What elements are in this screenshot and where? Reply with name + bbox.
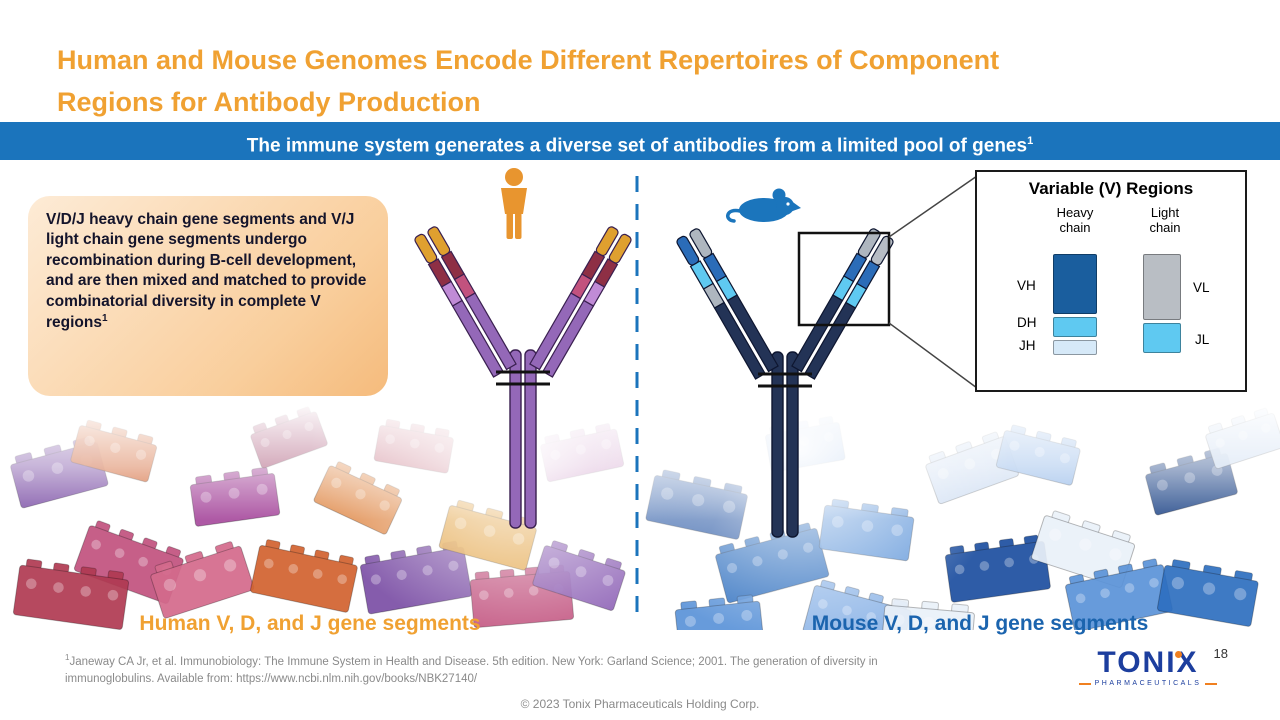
subtitle-banner: The immune system generates a diverse se… <box>0 122 1280 160</box>
vh-segment <box>1053 254 1097 314</box>
variable-regions-title: Variable (V) Regions <box>1028 179 1194 198</box>
lego-brick <box>12 558 130 630</box>
title-line1: Human and Mouse Genomes Encode Different… <box>57 45 1000 76</box>
heavy-chain-label: Heavy chain <box>1056 205 1094 235</box>
mouse-antibody-diagram <box>676 228 894 538</box>
jh-segment <box>1053 340 1097 355</box>
vl-label: VL <box>1193 280 1210 295</box>
page-number: 18 <box>1213 646 1228 661</box>
jl-label: JL <box>1195 332 1210 347</box>
logo-accent-dot <box>1175 651 1182 658</box>
variable-regions-box: Variable (V) Regions Heavy chain Light c… <box>975 170 1247 392</box>
human-caption: Human V, D, and J gene segments <box>139 612 481 635</box>
footnote-superscript: 1 <box>65 653 70 662</box>
light-chain-bar <box>1143 254 1181 356</box>
lego-brick <box>1065 558 1173 630</box>
page-title: Human and Mouse Genomes Encode Different… <box>57 40 1207 124</box>
dh-label: DH <box>1017 315 1037 330</box>
footnote: 1Janeway CA Jr, et al. Immunobiology: Th… <box>65 652 945 688</box>
jh-label: JH <box>1019 338 1036 353</box>
footnote-text: Janeway CA Jr, et al. Immunobiology: The… <box>65 655 878 686</box>
human-antibody-diagram <box>414 226 632 529</box>
lego-brick <box>150 541 255 619</box>
logo-subtitle: PHARMACEUTICALS <box>1078 680 1218 687</box>
dh-segment <box>1053 317 1097 337</box>
lego-brick <box>250 539 358 613</box>
vh-label: VH <box>1017 278 1036 293</box>
callout-superscript: 1 <box>101 313 108 325</box>
banner-text: The immune system generates a diverse se… <box>246 135 1028 157</box>
title-line2: Regions for Antibody Production <box>57 86 481 117</box>
banner-superscript: 1 <box>1027 135 1034 147</box>
mouse-icon <box>726 188 801 223</box>
lego-brick <box>1156 559 1259 627</box>
callout-text: V/D/J heavy chain gene segments and V/J … <box>46 211 367 332</box>
light-chain-label: Light chain <box>1149 205 1181 235</box>
jl-segment <box>1143 323 1181 353</box>
tonix-logo: TONIX PHARMACEUTICALS <box>1078 646 1218 688</box>
mouse-caption: Mouse V, D, and J gene segments <box>811 612 1149 635</box>
copyright-text: © 2023 Tonix Pharmaceuticals Holding Cor… <box>520 697 760 711</box>
person-icon <box>501 168 527 239</box>
vl-segment <box>1143 254 1181 320</box>
logo-wordmark: TONIX <box>1097 646 1199 679</box>
lego-brick <box>881 598 975 630</box>
heavy-chain-bar <box>1053 254 1097 358</box>
vdj-description-box: V/D/J heavy chain gene segments and V/J … <box>28 196 388 396</box>
